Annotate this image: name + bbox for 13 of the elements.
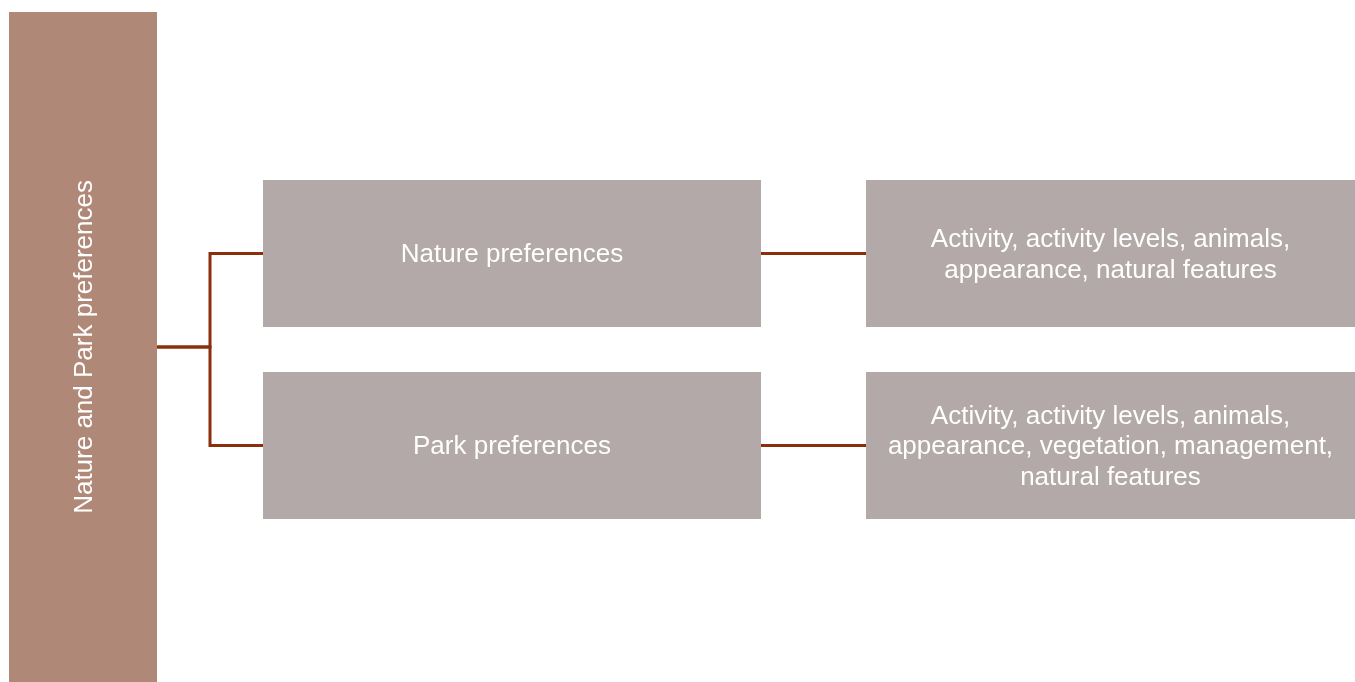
category-box <box>263 180 761 327</box>
vertical-label: Nature and Park preferences <box>67 180 99 514</box>
connector-line <box>761 252 866 255</box>
box-label: Activity, activity levels, animals, appearance, vegetation, management, natural features <box>886 399 1335 492</box>
category-box <box>263 372 761 519</box>
connector-line <box>761 444 866 447</box>
category-bar <box>9 12 157 682</box>
box-label: Activity, activity levels, animals, appearance, natural features <box>929 223 1292 284</box>
box-label: Park preferences <box>413 430 611 461</box>
connector-line <box>157 345 263 447</box>
category-box <box>866 372 1355 519</box>
box-label: Nature preferences <box>400 238 624 269</box>
category-box <box>866 180 1355 327</box>
